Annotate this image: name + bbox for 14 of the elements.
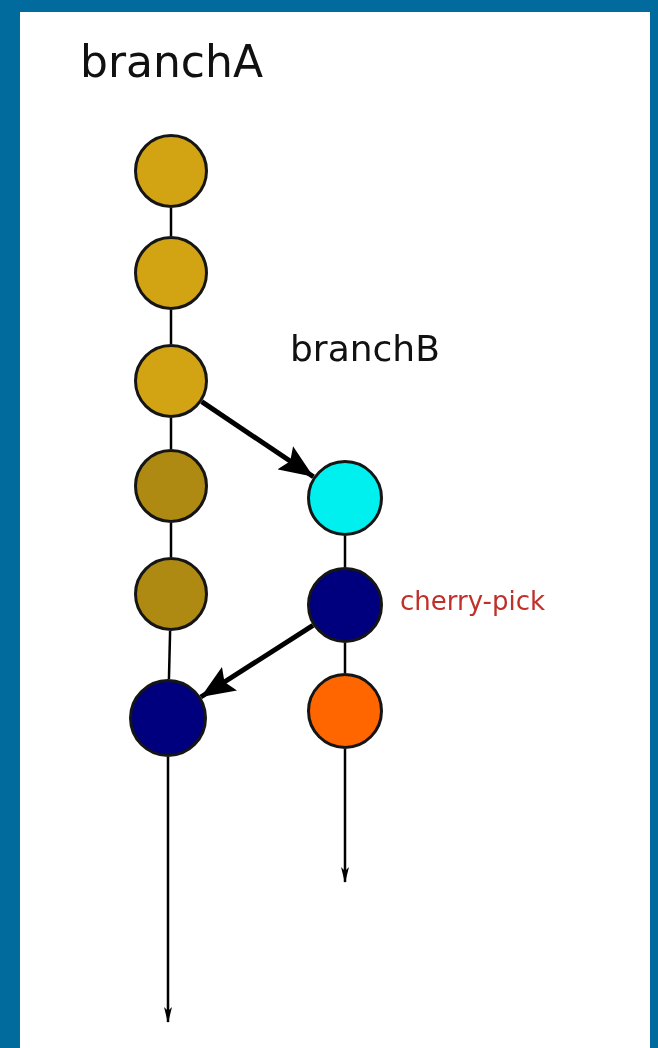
branch-label: branchB [290,328,440,369]
arrow [164,757,172,1023]
connector-line [169,208,173,236]
arrow [341,749,349,883]
connector-line [343,643,347,673]
connector-line [167,630,172,680]
connector-line [169,310,173,344]
connector-line [343,536,347,567]
arrow [199,623,315,700]
connector-line [169,418,173,449]
arrow [200,399,315,479]
branch-label: branchA [80,36,264,87]
commit-label: cherry-pick [400,586,546,616]
connector-line [169,523,173,557]
